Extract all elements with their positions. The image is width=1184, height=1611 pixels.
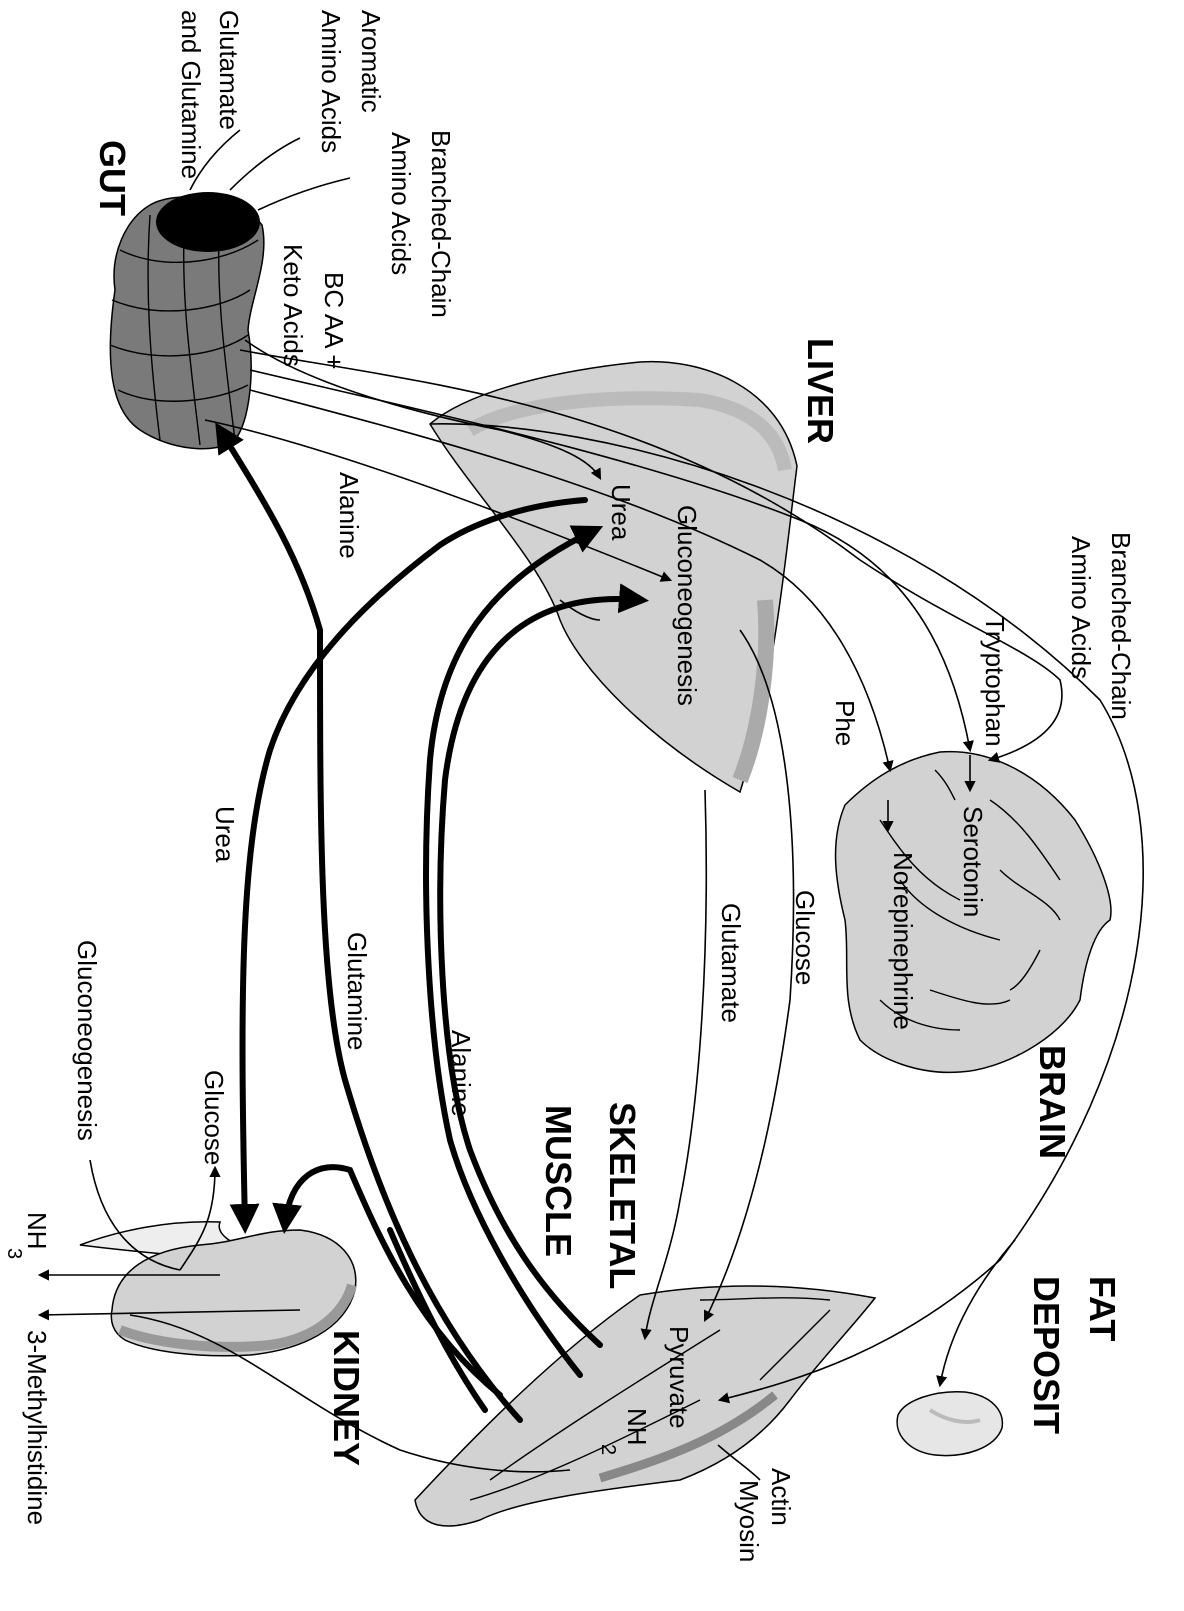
brain-title: BRAIN [1032,1045,1073,1159]
skeletal-title: SKELETAL [602,1102,643,1289]
myosin-label: Myosin [734,1480,764,1562]
glucose-kidney-label: Glucose [199,1070,229,1165]
phe-label: Phe [830,700,860,746]
actin-label: Actin [766,1468,796,1526]
kidney-organ [80,1222,356,1356]
gluconeogenesis-kidney-label: Gluconeogenesis [72,940,102,1141]
liver-title: LIVER [800,338,841,444]
tryptophan-label: Tryptophan [980,616,1010,747]
serotonin-label: Serotonin [958,806,988,917]
amino-acids-aromatic-label: Amino Acids [316,10,346,153]
nh2-label: NH [622,1408,652,1446]
urea-liver-label: Urea [606,484,636,541]
alanine-top-label: Alanine [334,472,364,559]
nh3-label: NH [22,1212,52,1250]
aromatic-label: Aromatic [356,10,386,113]
nh2-subscript: 2 [597,1444,619,1455]
muscle-title: MUSCLE [538,1105,579,1257]
alanine-mid-label: Alanine [446,1030,476,1117]
amino-acids-brain-label: Amino Acids [1066,536,1096,679]
keto-acids-label: Keto Acids [278,244,308,367]
glucose-mid-label: Glucose [790,890,820,985]
gut-organ [110,192,264,449]
fat-title: FAT [1082,1276,1123,1341]
norepinephrine-label: Norepinephrine [888,852,918,1030]
urea-left-label: Urea [210,806,240,863]
bc-aa-label: BC AA + [319,272,349,370]
fat-deposit-organ [897,1392,1002,1456]
kidney-title: KIDNEY [326,1330,367,1466]
glutamate-gut-label: Glutamate [214,10,244,130]
pyruvate-label: Pyruvate [664,1326,694,1429]
glutamate-mid-label: Glutamate [716,903,746,1023]
branched-chain-brain-label: Branched-Chain [1106,532,1136,720]
gut-title: GUT [92,140,133,216]
methylhistidine-label: 3-Methylhistidine [22,1330,52,1525]
nh3-subscript: 3 [3,1248,25,1259]
branched-chain-gut-label: Branched-Chain [426,130,456,318]
amino-acids-bc-gut-label: Amino Acids [386,132,416,275]
and-glutamine-label: and Glutamine [176,10,206,179]
gluconeogenesis-liver-label: Gluconeogenesis [672,505,702,706]
deposit-title: DEPOSIT [1026,1276,1067,1434]
glutamine-mid-label: Glutamine [342,932,372,1051]
